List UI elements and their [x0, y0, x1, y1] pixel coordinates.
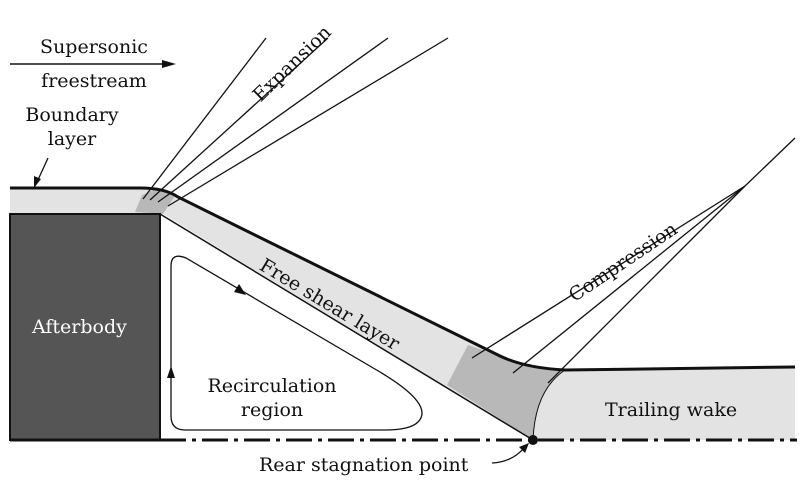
boundary-layer-label-line2: layer [47, 128, 97, 150]
freestream-label-line1: Supersonic [40, 36, 148, 58]
freestream-arrow-head [162, 60, 176, 68]
trailing-wake-label: Trailing wake [605, 399, 738, 421]
wake-inner-edge [532, 369, 566, 441]
recirculation-label-line2: region [240, 399, 304, 421]
rear-stagnation-point-marker [528, 435, 538, 445]
recirculation-label-line1: Recirculation [207, 375, 337, 397]
recirculation-arrow-up [167, 366, 175, 378]
afterbody-label: Afterbody [32, 316, 127, 338]
recirculation-arrow-right [234, 284, 246, 295]
stagnation-leader [491, 447, 525, 464]
compression-shock [744, 137, 796, 187]
recirculation-loop [170, 255, 423, 431]
freestream-label-line2: freestream [41, 70, 147, 92]
dividing-streamline [159, 213, 534, 441]
expansion-fan [142, 37, 449, 207]
afterbody-block [9, 213, 161, 441]
boundary-layer-leader [36, 157, 49, 183]
expansion-wave-4 [167, 37, 449, 207]
expansion-wave-3 [157, 37, 389, 203]
compression-wave-3 [547, 185, 746, 384]
boundary-layer-label-line1: Boundary [25, 104, 119, 126]
expansion-wave-1 [142, 37, 267, 200]
rear-stagnation-point-label: Rear stagnation point [259, 454, 469, 476]
expansion-wave-2 [149, 37, 329, 201]
boundary-layer-region [10, 188, 175, 214]
compression-wave-1 [471, 185, 746, 359]
corner-mixing-region [135, 188, 175, 214]
stagnation-leader-head [519, 443, 529, 453]
free-shear-layer-region [163, 196, 795, 440]
boundary-layer-leader-head [34, 176, 41, 188]
compression-waves [471, 137, 796, 384]
compression-wave-2 [512, 185, 746, 374]
